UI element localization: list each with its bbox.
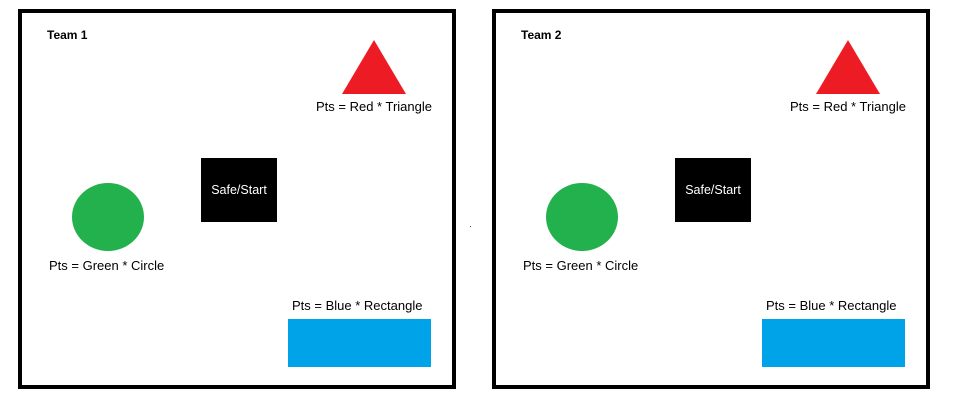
triangle-points-label: Pts = Red * Triangle [316, 99, 432, 114]
team-title: Team 2 [521, 28, 562, 42]
team-title: Team 1 [47, 28, 88, 42]
safe-start-label: Safe/Start [685, 183, 741, 197]
stray-dot [470, 226, 471, 227]
green-circle [546, 183, 618, 251]
red-triangle-shape [342, 40, 406, 94]
circle-points-label: Pts = Green * Circle [523, 258, 639, 273]
red-triangle-shape [816, 40, 880, 94]
red-triangle [816, 40, 880, 94]
safe-start-zone: Safe/Start [201, 158, 277, 222]
safe-start-zone: Safe/Start [675, 158, 751, 222]
green-circle [72, 183, 144, 251]
team-2-panel: Team 2 Pts = Red * Triangle Safe/Start P… [492, 9, 930, 389]
blue-rectangle [762, 319, 905, 367]
safe-start-label: Safe/Start [211, 183, 267, 197]
rectangle-points-label: Pts = Blue * Rectangle [766, 298, 897, 313]
triangle-points-label: Pts = Red * Triangle [790, 99, 906, 114]
circle-points-label: Pts = Green * Circle [49, 258, 165, 273]
red-triangle [342, 40, 406, 94]
rectangle-points-label: Pts = Blue * Rectangle [292, 298, 423, 313]
blue-rectangle [288, 319, 431, 367]
team-1-panel: Team 1 Pts = Red * Triangle Safe/Start P… [18, 9, 456, 389]
